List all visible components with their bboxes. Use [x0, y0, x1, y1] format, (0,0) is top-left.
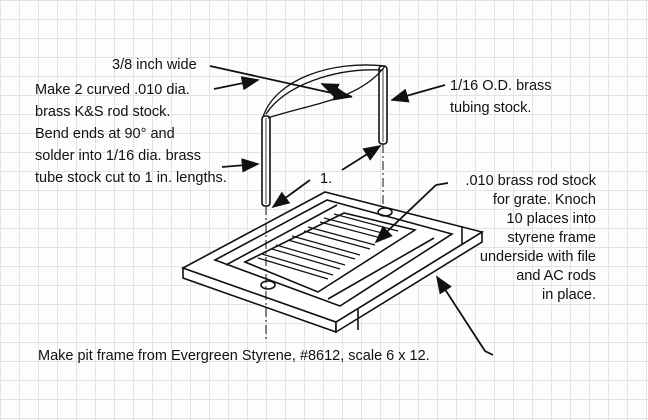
rod-note-line: tube stock cut to 1 in. lengths. — [35, 170, 227, 186]
frame-note: Make pit frame from Evergreen Styrene, #… — [38, 348, 430, 364]
hole-left — [260, 280, 276, 290]
tube-note: 1/16 O.D. brass tubing stock. — [450, 75, 552, 119]
width-label: 3/8 inch wide — [112, 57, 197, 73]
grate-note-line: for grate. Knoch — [492, 192, 596, 208]
grate-note-line: 10 places into — [506, 211, 596, 227]
hole-right — [377, 207, 393, 217]
rod-note-line: Make 2 curved .010 dia. — [35, 82, 190, 98]
grate-note-line: and AC rods — [516, 268, 596, 284]
grate-note-line: .010 brass rod stock — [465, 173, 596, 189]
grate-note-line: styrene frame — [507, 230, 596, 246]
grate-note: .010 brass rod stock for grate. Knoch 10… — [465, 172, 596, 305]
rod-note-line: solder into 1/16 dia. brass — [35, 148, 202, 164]
rod-note-line: brass K&S rod stock. — [35, 104, 171, 120]
tube-note-line: 1/16 O.D. brass — [450, 78, 552, 94]
dimension-label: 1. — [320, 171, 333, 187]
tube-note-line: tubing stock. — [450, 100, 532, 116]
rod-note-line: Bend ends at 90° and — [35, 126, 175, 142]
grate-note-line: in place. — [541, 287, 596, 303]
leader-arrows — [209, 65, 494, 356]
center-lines — [265, 144, 384, 340]
grate-note-line: underside with file — [479, 249, 596, 265]
rod-note: Make 2 curved .010 dia. brass K&S rod st… — [35, 79, 227, 189]
